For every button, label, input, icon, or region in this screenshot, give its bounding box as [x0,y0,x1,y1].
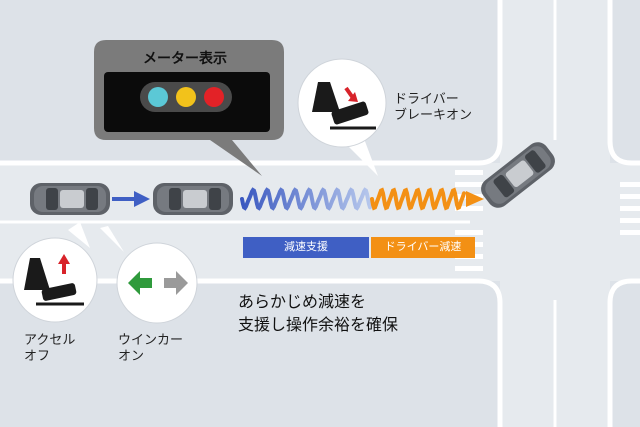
deceleration-assist-spring [240,187,372,211]
crosswalk-right [620,182,640,235]
accel-off-line2: オフ [24,349,51,365]
turn-signal-line1: ウインカー [118,333,184,348]
caption-line1: あらかじめ減速を [238,292,367,311]
spring-arrow-head [466,191,484,207]
accel-off-line1: アクセル [24,333,76,348]
assist-bar-label: 減速支援 [284,240,328,253]
turn-signal-line2: オン [118,349,145,365]
car-1 [30,183,110,215]
driver-bar-label: ドライバー減速 [384,240,462,253]
accel-pedal [41,283,77,301]
turn-signal-label: ウインカー オン [118,333,183,366]
assist-bar-bg [243,237,369,258]
caption: あらかじめ減速を 支援し操作余裕を確保 [238,290,398,336]
car-turning [481,142,555,208]
driver-brake-label: ドライバー ブレーキオン [394,92,472,125]
meter-title: メーター表示 [143,51,227,67]
right-arrow-icon [164,271,188,295]
light-cyan [148,87,168,107]
press-arrow-icon [348,92,358,102]
light-yellow [176,87,196,107]
turn-signal-bubble [100,226,198,324]
driver-brake-line2: ブレーキオン [394,108,473,124]
light-red [204,87,224,107]
driver-shoe [312,82,340,112]
car-2 [153,183,233,215]
accel-off-bubble [12,222,98,323]
release-arrow-icon [58,254,70,264]
caption-line2: 支援し操作余裕を確保 [238,315,399,335]
driver-bar-bg [371,237,475,258]
driver-brake-bubble [297,58,387,176]
brake-pedal [331,101,369,125]
accel-off-label: アクセル オフ [24,333,75,366]
driver-deceleration-spring [370,187,466,211]
accel-shoe [24,258,50,290]
left-arrow-icon [128,271,152,295]
driver-brake-line1: ドライバー [394,92,459,107]
